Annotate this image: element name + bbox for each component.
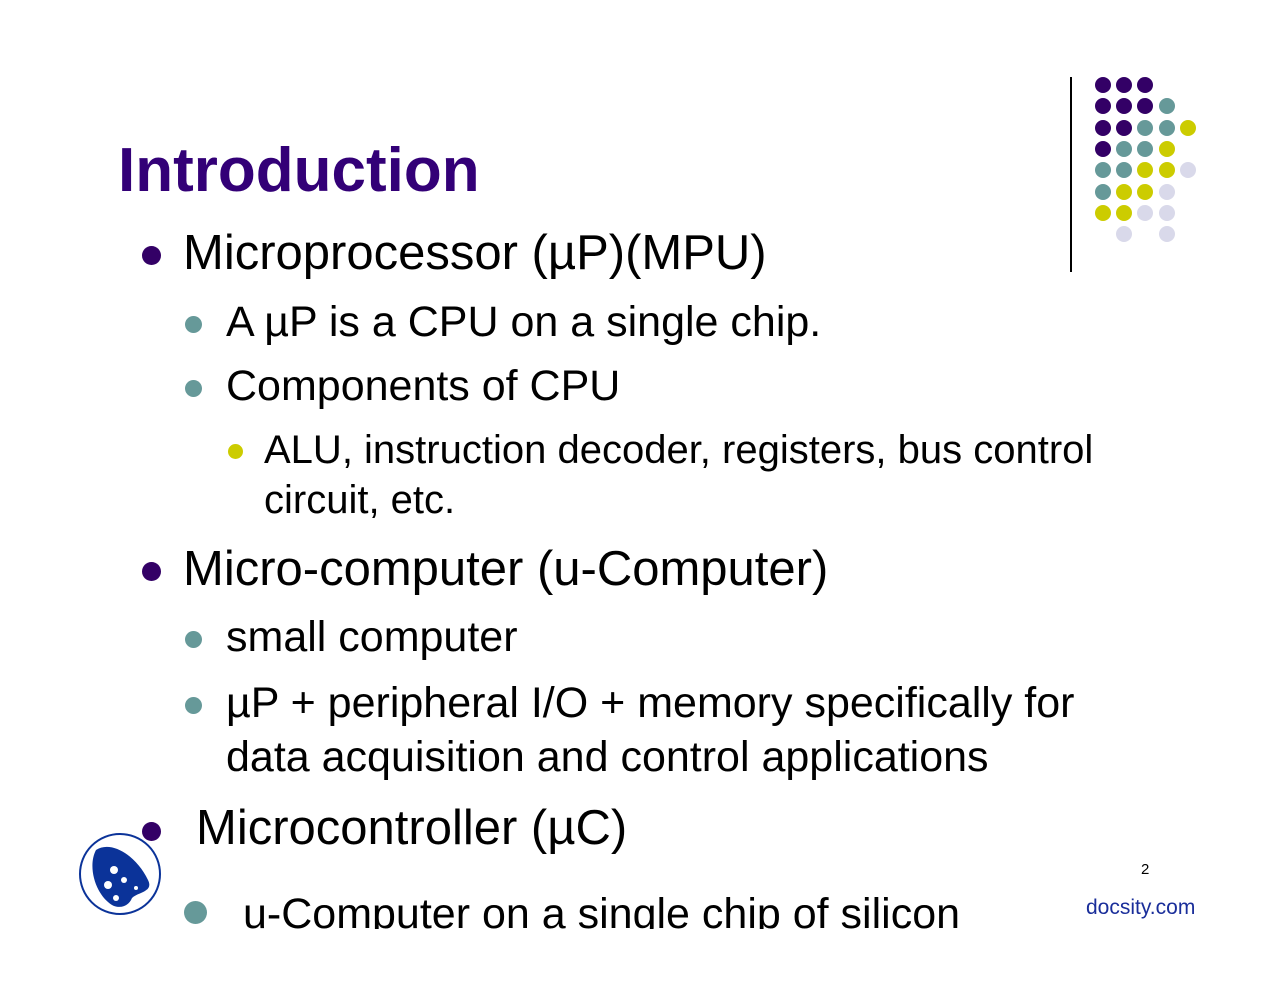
decorative-dot: [1158, 204, 1175, 221]
bullet-text: circuit, etc.: [264, 478, 456, 522]
bullet-text: Components of CPU: [226, 362, 621, 410]
decorative-dot: [1116, 119, 1133, 136]
slide: Introduction Microprocessor (µP)(MPU) A …: [118, 136, 1094, 930]
docsity-logo-icon: [79, 833, 161, 915]
decorative-dot: [1095, 77, 1111, 93]
slide-title: Introduction: [118, 136, 480, 205]
decorative-dot: [1116, 226, 1133, 243]
bullet-text: µP + peripheral I/O + memory specificall…: [226, 679, 1075, 727]
decorative-dot: [1116, 162, 1133, 179]
decorative-dot: [1116, 77, 1133, 93]
bullet-icon: [185, 631, 202, 648]
decorative-dot: [1137, 98, 1154, 115]
docsity-watermark[interactable]: docsity.com: [1086, 896, 1196, 919]
bullet-text: small computer: [226, 613, 518, 661]
bullet-text: Microcontroller (µC): [196, 801, 628, 855]
decorative-dot: [1158, 162, 1175, 179]
divider-line: [1070, 77, 1072, 272]
decorative-dot: [1116, 98, 1133, 115]
page-number: 2: [1141, 861, 1150, 878]
decorative-dot: [1137, 183, 1154, 200]
bullet-text: Microprocessor (µP)(MPU): [183, 226, 767, 280]
decorative-dot: [1137, 140, 1154, 157]
decorative-dot: [1116, 183, 1133, 200]
bullet-icon: [142, 562, 161, 581]
bullet-icon: [185, 316, 202, 333]
decorative-dot: [1158, 98, 1175, 115]
bullet-text: A µP is a CPU on a single chip.: [226, 298, 822, 346]
decorative-dot: [1095, 140, 1111, 157]
decorative-dot: [1116, 204, 1133, 221]
decorative-dot: [1095, 119, 1111, 136]
decorative-dot: [1095, 204, 1111, 221]
decorative-dot: [1158, 183, 1175, 200]
bullet-text: u-Computer on a single chip of silicon: [243, 890, 961, 930]
bullet-text: data acquisition and control application…: [226, 733, 989, 781]
decorative-dot: [1095, 98, 1111, 115]
bullet-text: ALU, instruction decoder, registers, bus…: [264, 428, 1094, 472]
decorative-dot: [1179, 119, 1196, 136]
decorative-dot: [1095, 183, 1111, 200]
decorative-dot: [1158, 140, 1175, 157]
bullet-icon: [142, 822, 161, 841]
decorative-dot: [1158, 226, 1175, 243]
bullet-icon: [185, 380, 202, 397]
decorative-dot: [1137, 204, 1154, 221]
bullet-icon: [228, 444, 243, 459]
decorative-dot: [1137, 77, 1154, 93]
decorative-dot: [1137, 119, 1154, 136]
decorative-dot: [1137, 162, 1154, 179]
decorative-dot: [1116, 140, 1133, 157]
decorative-dot: [1095, 162, 1111, 179]
decorative-dot: [1179, 162, 1196, 179]
decorative-dot: [1158, 119, 1175, 136]
bullet-icon: [184, 901, 207, 924]
bullet-text: Micro-computer (u-Computer): [183, 542, 829, 596]
bullet-icon: [142, 246, 161, 265]
bullet-icon: [185, 697, 202, 714]
